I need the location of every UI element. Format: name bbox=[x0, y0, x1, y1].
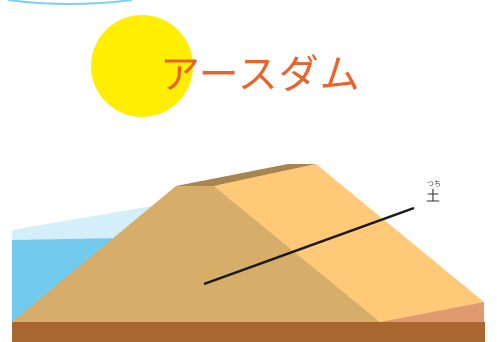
downstream-ground bbox=[380, 302, 484, 322]
dam-crest-top bbox=[176, 164, 316, 186]
label-ruby: つち bbox=[427, 180, 441, 188]
dam-downstream-face bbox=[214, 164, 484, 322]
label-leader-line bbox=[203, 206, 415, 286]
soil-label: 土 bbox=[426, 189, 440, 205]
water-surface bbox=[12, 186, 184, 240]
sun bbox=[91, 15, 193, 117]
dam-front-face bbox=[12, 186, 380, 322]
top-decorative-line bbox=[7, 0, 133, 5]
diagram-title: アースダム bbox=[160, 52, 361, 98]
ground-base bbox=[12, 322, 485, 342]
